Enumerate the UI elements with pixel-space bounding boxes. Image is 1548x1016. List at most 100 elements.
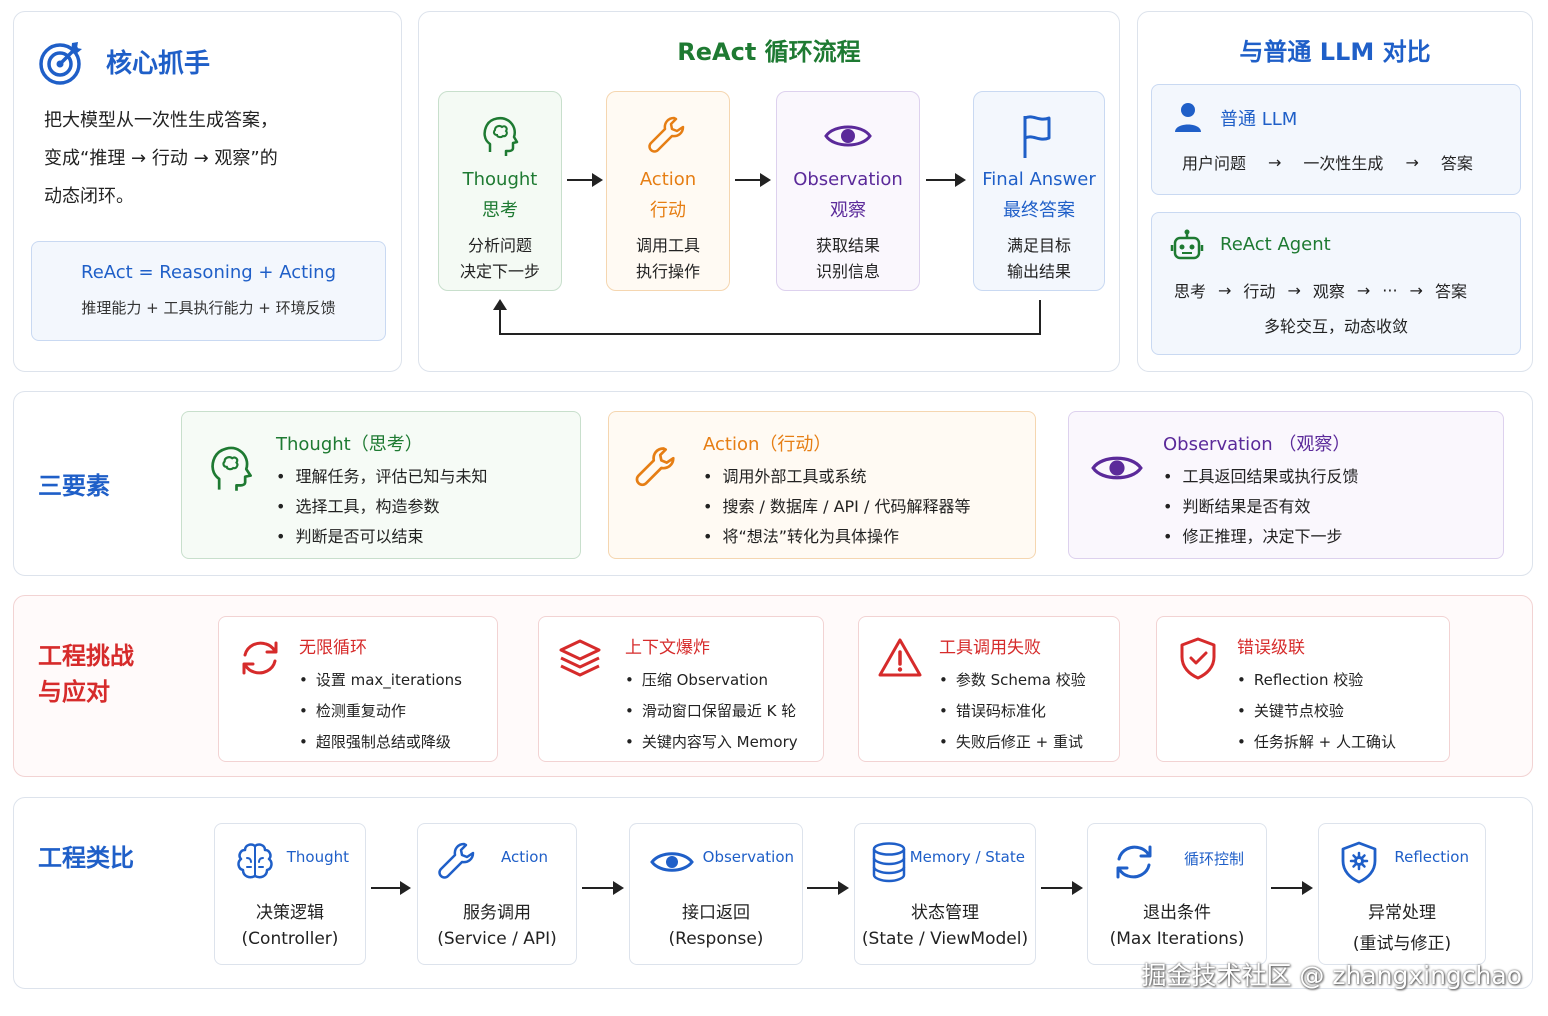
analogy-label: 工程类比 [38,844,134,872]
flow-step-en: Final Answer [982,169,1096,190]
list-item: 设置 max_iterations [299,665,462,696]
list-item: 判断是否可以结束 [276,522,487,552]
element-title: Thought（思考） [276,434,423,455]
react-agent-box: ReAct Agent 思考 → 行动 → 观察 → ··· → 答案 多轮交互… [1151,212,1521,355]
analogy-zh: 决策逻辑 [256,903,324,923]
elements-panel: 三要素 Thought（思考） 理解任务，评估已知与未知 选择工具，构造参数 判… [13,391,1533,576]
flow-token: ··· [1382,280,1398,300]
flow-panel: ReAct 循环流程 Thought 思考 分析问题 决定下一步 Action … [418,11,1120,372]
challenge-card-infinite-loop: 无限循环 设置 max_iterations 检测重复动作 超限强制总结或降级 [218,616,498,762]
eye-icon [1091,456,1143,480]
plain-llm-title: 普通 LLM [1220,109,1298,130]
flow-step-observation: Observation 观察 获取结果 识别信息 [776,91,920,291]
loop-back-arrow [493,299,1041,335]
analogy-zh: 退出条件 [1143,903,1211,923]
target-icon [39,42,82,85]
analogy-en: (Max Iterations) [1109,929,1245,949]
list-item: 错误码标准化 [939,696,1086,727]
eye-icon [824,125,872,147]
list-item: 失败后修正 + 重试 [939,727,1086,758]
core-desc: 把大模型从一次性生成答案， 变成“推理 → 行动 → 观察”的 动态闭环。 [44,102,278,216]
brain-head-icon [211,446,252,491]
flow-step-desc: 输出结果 [1006,262,1071,281]
analogy-zh: 异常处理 [1368,903,1436,923]
analogy-en: (Controller) [241,929,339,949]
react-agent-sub: 多轮交互，动态收敛 [1263,317,1408,336]
list-item: 关键节点校验 [1237,696,1396,727]
flow-step-desc: 分析问题 [467,236,532,255]
flow-step-desc: 获取结果 [815,236,880,255]
analogy-card-reflection: Reflection 异常处理 (重试与修正) [1318,823,1486,965]
list-item: Reflection 校验 [1237,665,1396,696]
flow-step-en: Thought [462,169,538,190]
challenge-card-error-cascade: 错误级联 Reflection 校验 关键节点校验 任务拆解 + 人工确认 [1156,616,1450,762]
flag-icon [1023,115,1051,158]
arrow-token: → [1268,152,1282,172]
analogy-en: (Response) [668,929,764,949]
list-item: 判断结果是否有效 [1163,492,1358,522]
react-agent-title: ReAct Agent [1220,234,1331,255]
arrow-token: → [1409,280,1423,300]
core-panel: 核心抓手 把大模型从一次性生成答案， 变成“推理 → 行动 → 观察”的 动态闭… [13,11,402,372]
flow-token: 答案 [1434,282,1467,301]
list-item: 工具返回结果或执行反馈 [1163,462,1358,492]
refresh-icon [1116,845,1152,879]
robot-icon [1170,229,1204,260]
flow-step-thought: Thought 思考 分析问题 决定下一步 [438,91,562,291]
flow-step-zh: 思考 [482,200,518,221]
flow-arrow [926,173,966,187]
flow-arrow [735,173,771,187]
refresh-icon [242,641,278,675]
shield-gear-icon [1341,841,1377,884]
elements-label: 三要素 [38,472,110,500]
analogy-card-action: Action 服务调用 (Service / API) [417,823,577,965]
analogy-zh: 服务调用 [463,903,531,923]
element-card-thought: Thought（思考） 理解任务，评估已知与未知 选择工具，构造参数 判断是否可… [181,411,581,559]
flow-step-final-answer: Final Answer 最终答案 满足目标 输出结果 [973,91,1105,291]
flow-step-desc: 调用工具 [635,236,700,255]
flow-title: ReAct 循环流程 [677,38,861,66]
watermark: 掘金技术社区 @ zhangxingchao [1141,961,1522,990]
plain-llm-box: 普通 LLM 用户问题 → 一次性生成 → 答案 [1151,84,1521,195]
flow-token: 用户问题 [1182,154,1247,173]
shield-check-icon [1180,637,1216,680]
list-item: 将“想法”转化为具体操作 [703,522,970,552]
element-bullets: 工具返回结果或执行反馈 判断结果是否有效 修正推理，决定下一步 [1163,462,1358,552]
element-card-action: Action（行动） 调用外部工具或系统 搜索 / 数据库 / API / 代码… [608,411,1036,559]
flow-step-desc: 满足目标 [1006,236,1071,255]
challenge-title: 工具调用失败 [939,638,1041,658]
challenge-bullets: 参数 Schema 校验 错误码标准化 失败后修正 + 重试 [939,665,1086,758]
layers-icon [559,639,601,677]
analogy-card-thought: Thought 决策逻辑 (Controller) [214,823,366,965]
database-icon [872,842,906,883]
definition-sub: 推理能力 + 工具执行能力 + 环境反馈 [81,299,336,317]
analogy-title: Thought [286,848,349,866]
eye-icon [650,852,694,872]
list-item: 关键内容写入 Memory [625,727,798,758]
analogy-title: Action [501,848,548,866]
analogy-title: Reflection [1394,848,1469,866]
challenges-panel: 工程挑战 与应对 无限循环 设置 max_iterations 检测重复动作 超… [13,595,1533,777]
element-title: Action（行动） [703,434,832,455]
analogy-title: Observation [702,848,794,866]
list-item: 参数 Schema 校验 [939,665,1086,696]
analogy-arrow [371,881,411,895]
analogy-en: (重试与修正) [1352,934,1452,954]
flow-step-desc: 执行操作 [635,262,700,281]
flow-step-zh: 最终答案 [1003,200,1075,221]
flow-token: 思考 [1174,282,1207,301]
react-agent-flow: 思考 → 行动 → 观察 → ··· → 答案 [1174,278,1467,302]
challenge-bullets: 设置 max_iterations 检测重复动作 超限强制总结或降级 [299,665,462,758]
flow-token: 行动 [1243,282,1276,301]
list-item: 选择工具，构造参数 [276,492,487,522]
list-item: 滑动窗口保留最近 K 轮 [625,696,798,727]
list-item: 调用外部工具或系统 [703,462,970,492]
wrench-icon [438,842,475,879]
analogy-title: Memory / State [909,848,1025,866]
analogy-arrow [582,881,624,895]
flow-step-desc: 决定下一步 [459,262,540,281]
flow-token: 一次性生成 [1303,154,1384,173]
challenges-label-line: 与应对 [38,678,110,706]
element-card-observation: Observation （观察） 工具返回结果或执行反馈 判断结果是否有效 修正… [1068,411,1504,559]
analogy-title: 循环控制 [1183,850,1244,868]
